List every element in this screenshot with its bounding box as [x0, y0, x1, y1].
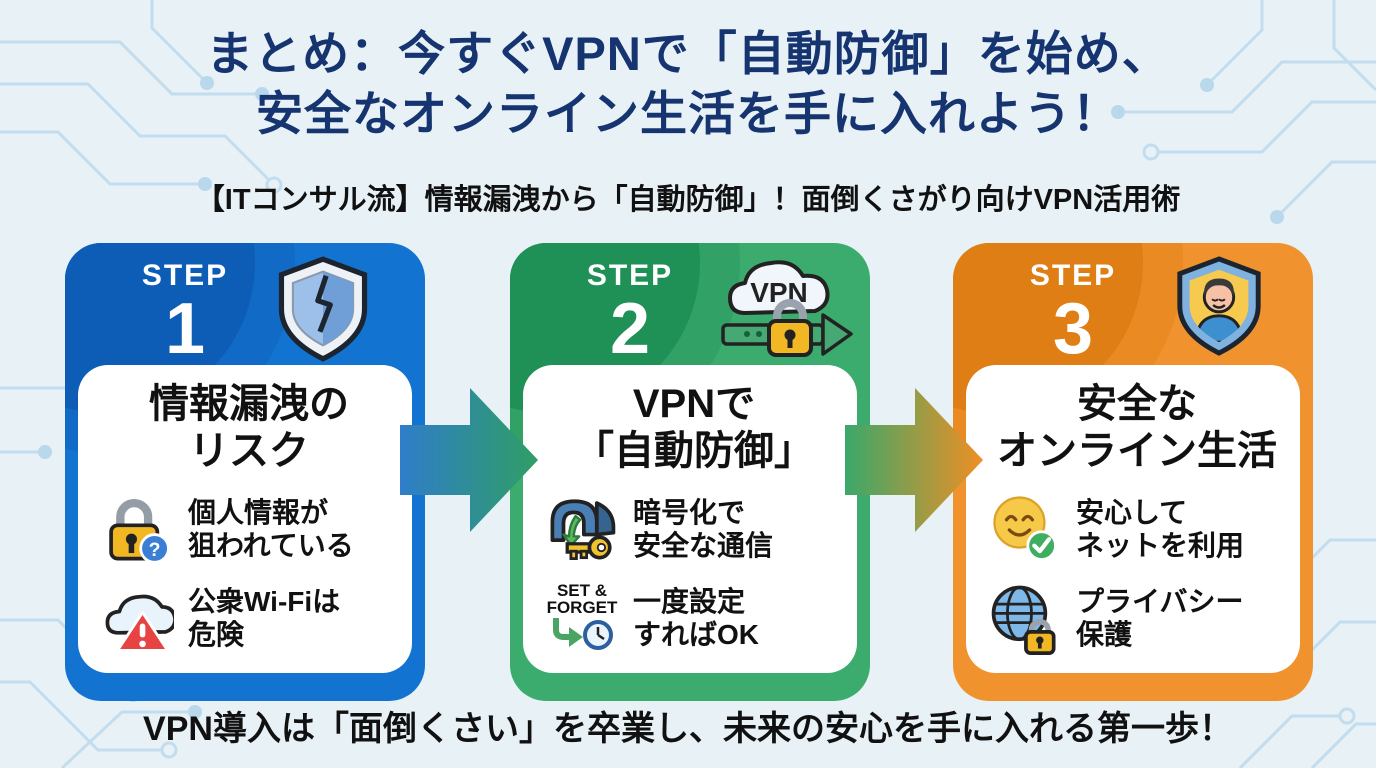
step-2-bullet-2-line-2: すればOK	[633, 619, 760, 651]
hook-arrow-clock-glyph	[553, 618, 613, 651]
step-3-bullet-2-line-1: プライバシー	[1076, 585, 1244, 617]
step-3-label-block: STEP 3	[1008, 259, 1138, 366]
tunnel-key-icon	[545, 492, 619, 566]
step-1-bullet-1-line-2: 狙われている	[188, 530, 354, 562]
step-3-bullet-2-text: プライバシー 保護	[1076, 585, 1243, 652]
step-2-title-line-2: 「自動防御」	[574, 429, 814, 474]
step-1-bullet-2-line-2: 危険	[188, 619, 245, 651]
step-1-title: 情報漏洩の リスク	[100, 381, 398, 475]
step-1-number: 1	[164, 289, 206, 369]
step-3-content: 安全な オンライン生活 安心して ネットを利用	[966, 365, 1300, 673]
arrow-step2-to-step3	[845, 388, 983, 532]
step-1-label-block: STEP 1	[120, 259, 250, 366]
step-1-content: 情報漏洩の リスク ? 個人情報が 狙われている	[78, 365, 412, 673]
cloud-warning-icon	[100, 581, 174, 655]
step-1-bullet-1: ? 個人情報が 狙われている	[100, 492, 398, 566]
step-1-bullet-2-line-1: 公衆Wi-Fiは	[188, 585, 341, 617]
step-card-1: STEP 1 情報漏洩の リスク ?	[65, 243, 425, 701]
step-2-label-block: STEP 2	[565, 259, 695, 366]
step-3-bullet-1-line-1: 安心して	[1076, 496, 1188, 528]
step-2-bullet-1-line-2: 安全な通信	[633, 530, 774, 562]
step-3-bullet-1: 安心して ネットを利用	[988, 492, 1286, 566]
page-subtitle: 【ITコンサル流】情報漏洩から「自動防御」！面倒くさがり向けVPN活用術	[195, 184, 1181, 216]
person-shield-icon	[1170, 255, 1268, 362]
step-1-label: STEP	[141, 259, 229, 292]
page-title-line-1: まとめ：今すぐVPNで「自動防御」を始め、	[206, 27, 1170, 80]
step-card-3: STEP 3 安全な オンライン生活	[953, 243, 1313, 701]
page-title-line-2: 安全なオンライン生活を手に入れよう！	[256, 87, 1120, 141]
step-2-label: STEP	[586, 259, 674, 292]
step-3-title: 安全な オンライン生活	[988, 381, 1286, 475]
step-3-bullet-2-line-2: 保護	[1076, 619, 1133, 651]
svg-text:?: ?	[149, 539, 161, 561]
step-2-title: VPNで 「自動防御」	[545, 381, 843, 475]
step-2-content: VPNで 「自動防御」 暗号	[523, 365, 857, 673]
step-1-title-line-1: 情報漏洩の	[149, 382, 349, 426]
step-1-bullet-1-text: 個人情報が 狙われている	[188, 496, 354, 563]
footer-message: VPN導入は「面倒くさい」を卒業し、未来の安心を手に入れる第一歩！	[143, 710, 1233, 748]
step-1-bullet-1-line-1: 個人情報が	[188, 496, 329, 528]
cracked-shield-icon	[271, 255, 375, 368]
step-2-bullet-2-line-1: 一度設定	[633, 585, 746, 617]
step-2-bullet-2-text: 一度設定 すればOK	[633, 585, 759, 652]
step-1-bullet-2-text: 公衆Wi-Fiは 危険	[188, 585, 340, 652]
step-card-2: STEP 2 VPN VPNで 「自動防御」	[510, 243, 870, 701]
step-3-bullet-1-text: 安心して ネットを利用	[1076, 496, 1244, 563]
padlock-question-icon: ?	[100, 492, 174, 566]
set-and-forget-clock-icon: SET & FORGET	[545, 581, 619, 655]
globe-padlock-icon	[988, 581, 1062, 656]
step-3-number: 3	[1052, 289, 1094, 369]
step-2-bullet-1: 暗号化で 安全な通信	[545, 492, 843, 566]
page-title: まとめ：今すぐVPNで「自動防御」を始め、 安全なオンライン生活を手に入れよう！	[0, 24, 1376, 144]
step-2-number: 2	[609, 289, 651, 369]
step-1-title-line-2: リスク	[189, 429, 309, 474]
set-and-forget-text-line-2: FORGET	[546, 598, 618, 618]
set-and-forget-text-line-1: SET &	[556, 581, 608, 601]
step-3-bullet-2: プライバシー 保護	[988, 581, 1286, 656]
step-1-bullet-2: 公衆Wi-Fiは 危険	[100, 581, 398, 655]
step-3-label: STEP	[1029, 259, 1117, 292]
step-2-bullet-1-line-1: 暗号化で	[633, 496, 746, 528]
step-3-bullet-1-line-2: ネットを利用	[1076, 530, 1245, 562]
smiley-check-icon	[988, 492, 1062, 566]
step-2-bullet-2: SET & FORGET 一度設定 すればOK	[545, 581, 843, 655]
arrow-step1-to-step2	[400, 388, 538, 532]
step-3-title-line-2: オンライン生活	[997, 429, 1277, 474]
step-2-bullet-1-text: 暗号化で 安全な通信	[633, 496, 773, 563]
step-3-title-line-1: 安全な	[1077, 382, 1197, 426]
vpn-cloud-lock-icon: VPN	[713, 249, 858, 374]
step-2-title-line-1: VPNで	[632, 382, 756, 426]
